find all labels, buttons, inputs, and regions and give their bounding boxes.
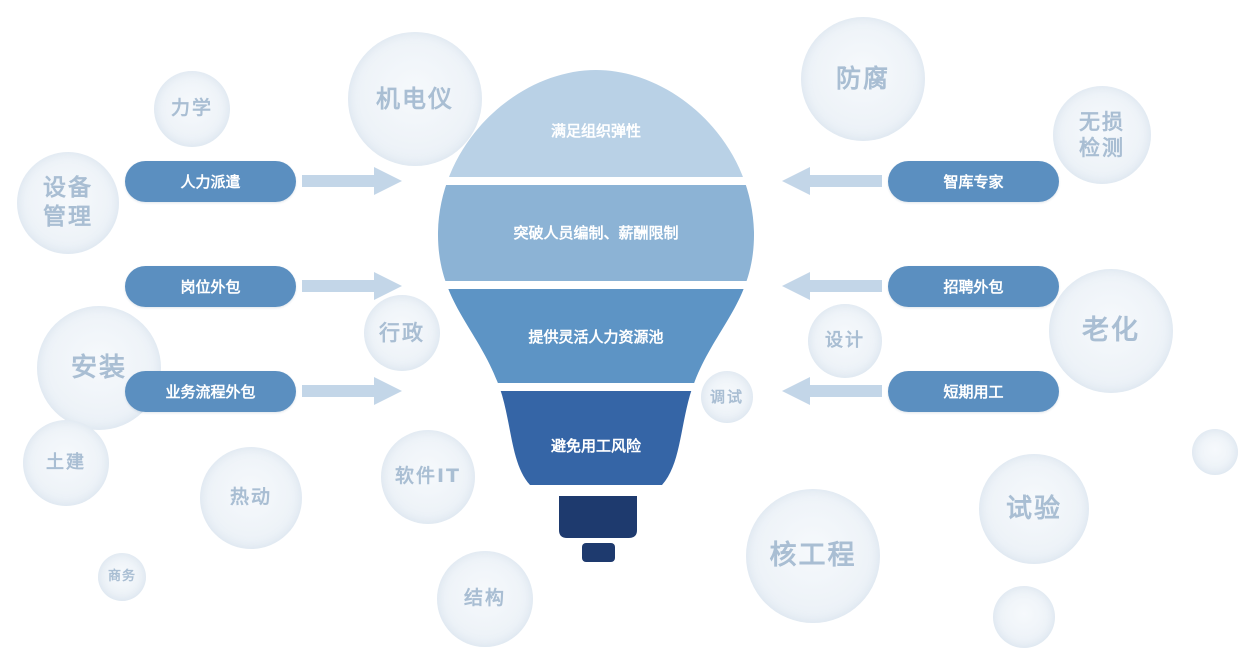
bubble-shebei-guanli: 设备 管理 [17,152,119,254]
bulb-tip [582,543,615,562]
bubble-wusun-jiance: 无损 检测 [1053,86,1151,184]
arrow-right-2 [302,272,402,300]
pill-duanqi-yonggong[interactable]: 短期用工 [888,371,1059,412]
bubble-label: 无损 [1079,109,1125,134]
bubble-jidianyi: 机电仪 [348,32,482,166]
bubble-label: 老化 [1082,315,1140,347]
arrow-left-1 [782,167,882,195]
bubble-laohua: 老化 [1049,269,1173,393]
bubble-label: 商务 [107,568,136,584]
bubble-hegongcheng: 核工程 [746,489,880,623]
bulb-layer-2 [437,185,755,281]
bubble-redong: 热动 [200,447,302,549]
bubble-label: 软件IT [394,465,462,488]
arrow-left-2 [782,272,882,300]
pill-zhaopin-waibao[interactable]: 招聘外包 [888,266,1059,307]
bubble-empty-right [1192,429,1238,475]
bubble-label: 安装 [70,352,127,383]
bubble-empty-bottom [993,586,1055,648]
pill-yewu-liucheng-waibao[interactable]: 业务流程外包 [125,371,296,412]
bubble-lixue: 力学 [154,71,230,147]
pill-renli-paiqian[interactable]: 人力派遣 [125,161,296,202]
bubble-label: 力学 [170,97,213,120]
bubble-xingzheng: 行政 [364,295,440,371]
bubble-tujian: 土建 [23,420,109,506]
bulb-layer-2-label: 突破人员编制、薪酬限制 [513,223,679,242]
bubble-shiyan: 试验 [979,454,1089,564]
bubble-ruanjian: 软件IT [381,430,475,524]
arrow-right-3 [302,377,402,405]
bulb-layer-1-label: 满足组织弹性 [550,121,641,140]
bubble-label: 结构 [463,587,506,610]
bubble-label: 土建 [46,451,86,473]
bubble-label: 核工程 [769,540,857,572]
bubble-label: 管理 [43,204,93,230]
pill-zhiku-zhuanjia[interactable]: 智库专家 [888,161,1059,202]
arrow-right-1 [302,167,402,195]
bubble-label: 热动 [229,486,272,509]
bubble-label: 防腐 [835,64,890,94]
bubble-label: 调试 [709,387,744,406]
bubble-jiegou: 结构 [437,551,533,647]
bubble-tiaoshi: 调试 [701,371,753,423]
arrow-left-3 [782,377,882,405]
bubble-label: 试验 [1005,493,1062,524]
bulb-layer-4-label: 避免用工风险 [550,436,641,455]
bubble-label: 设计 [825,329,865,351]
bubble-label: 设备 [43,175,93,202]
bubble-label: 行政 [379,320,425,345]
bubble-label: 检测 [1079,136,1125,160]
bulb-base [559,496,637,538]
bubble-sheji: 设计 [808,304,882,378]
bulb-layer-3-label: 提供灵活人力资源池 [528,327,664,346]
pill-gangwei-waibao[interactable]: 岗位外包 [125,266,296,307]
bubble-shangwu: 商务 [98,553,146,601]
bubble-label: 机电仪 [376,85,454,113]
bubble-fangfu: 防腐 [801,17,925,141]
